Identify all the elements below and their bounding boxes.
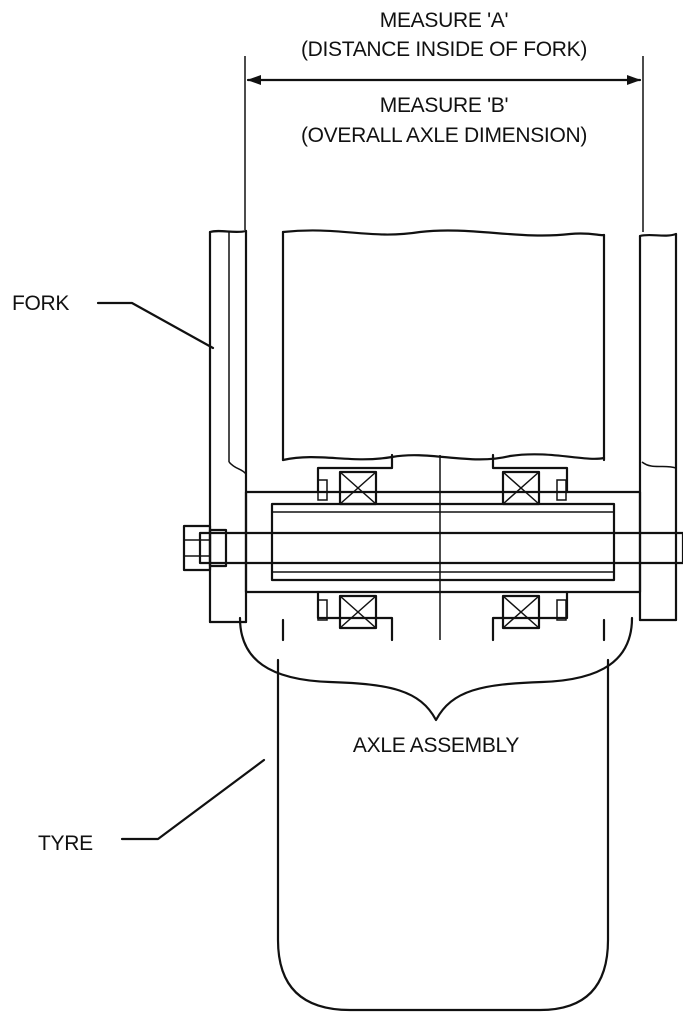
fork-leader-line [96, 301, 215, 350]
left-upper-bearing-icon [338, 470, 378, 506]
axle-assembly-label: AXLE ASSEMBLY [353, 734, 519, 757]
axle-nut-icon [182, 524, 228, 572]
tyre-body [276, 229, 610, 1012]
left-lower-bearing-icon [338, 594, 378, 630]
measure-a-description: (DISTANCE INSIDE OF FORK) [301, 38, 587, 61]
measure-a-dimension [244, 56, 644, 232]
right-upper-bearing-icon [501, 470, 541, 506]
fork-label: FORK [12, 292, 69, 315]
tyre-leader-line [120, 758, 266, 841]
tyre-label: TYRE [38, 832, 93, 855]
axle-shaft [198, 531, 683, 565]
measure-b-title: MEASURE 'B' [380, 94, 508, 117]
measure-a-title: MEASURE 'A' [380, 9, 508, 32]
bearing-seals [317, 479, 567, 621]
measure-b-description: (OVERALL AXLE DIMENSION) [301, 124, 587, 147]
right-lower-bearing-icon [501, 594, 541, 630]
axle-assembly-brace [238, 616, 634, 722]
wheel-hub [281, 453, 606, 642]
axle-spacer [244, 490, 642, 594]
